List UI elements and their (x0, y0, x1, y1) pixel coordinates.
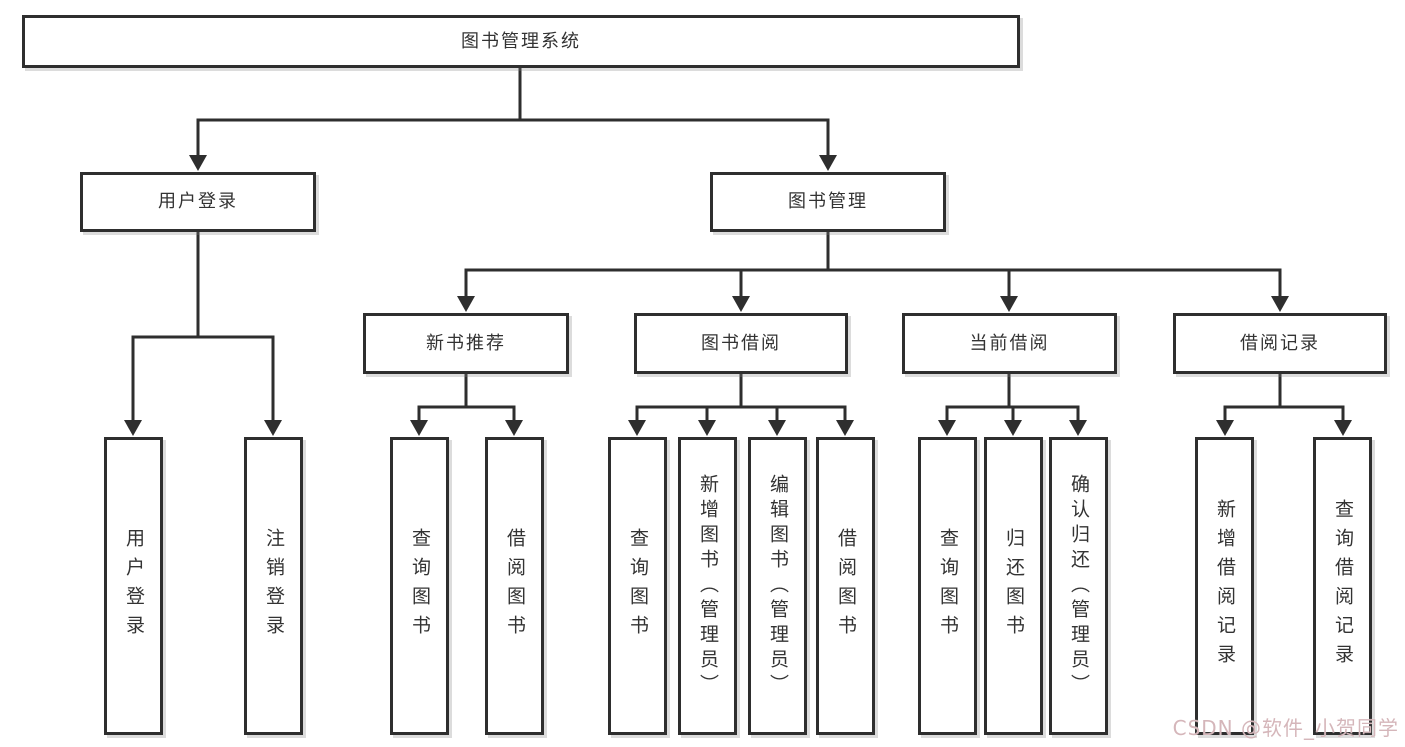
node-borrow-records: 借阅记录 (1173, 313, 1387, 374)
node-root-system: 图书管理系统 (22, 15, 1020, 68)
node-leaf-query-borrow-record: 查询借阅记录 (1313, 437, 1372, 735)
node-leaf-confirm-return-admin: 确认归还（管理员） (1049, 437, 1108, 735)
node-leaf-add-borrow-record: 新增借阅记录 (1195, 437, 1254, 735)
node-current-borrow: 当前借阅 (902, 313, 1117, 374)
node-leaf-borrow-books: 借阅图书 (816, 437, 875, 735)
node-leaf-add-book-admin: 新增图书（管理员） (678, 437, 737, 735)
node-leaf-return-book: 归还图书 (984, 437, 1043, 735)
node-leaf-edit-book-admin: 编辑图书（管理员） (748, 437, 807, 735)
node-leaf-query-books-borrow: 查询图书 (608, 437, 667, 735)
node-new-book-recommend: 新书推荐 (363, 313, 569, 374)
node-leaf-user-login: 用户登录 (104, 437, 163, 735)
node-book-management-module: 图书管理 (710, 172, 946, 232)
node-leaf-borrow-books-recommend: 借阅图书 (485, 437, 544, 735)
node-leaf-query-books-current: 查询图书 (918, 437, 977, 735)
csdn-watermark: CSDN @软件_小贺同学 (1172, 716, 1399, 740)
node-book-borrow: 图书借阅 (634, 313, 848, 374)
node-leaf-query-books-recommend: 查询图书 (390, 437, 449, 735)
node-leaf-logout: 注销登录 (244, 437, 303, 735)
node-user-login-module: 用户登录 (80, 172, 316, 232)
